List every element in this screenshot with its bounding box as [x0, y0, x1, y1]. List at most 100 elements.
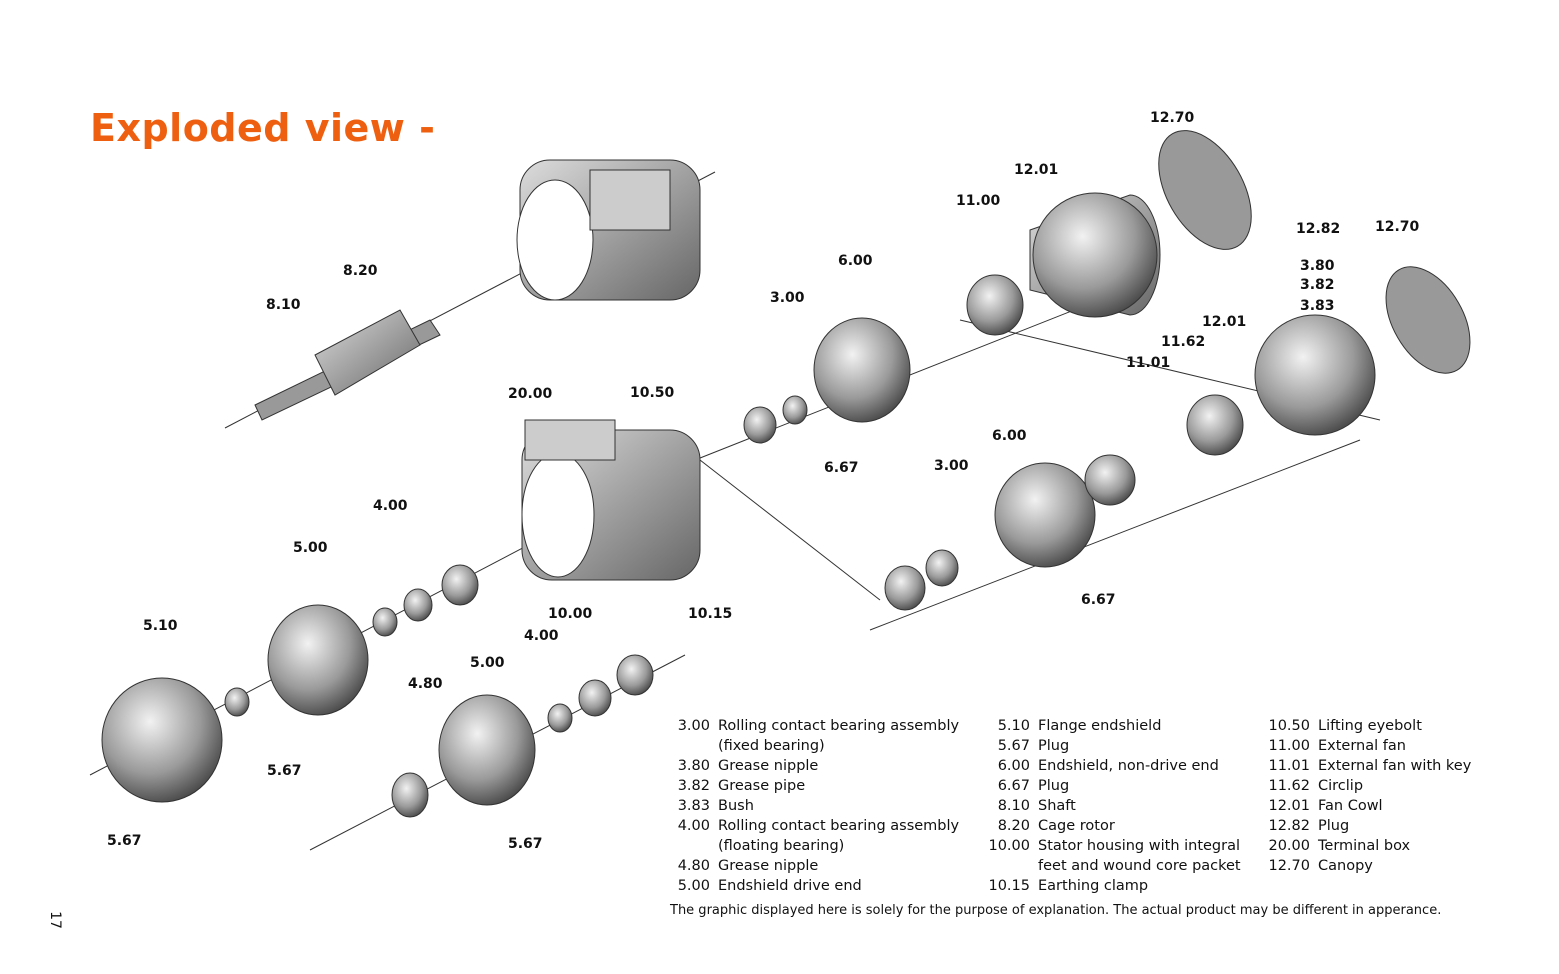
- legend-item: 12.70 Canopy: [1262, 856, 1559, 876]
- legend-number: 10.50: [1268, 718, 1310, 734]
- legend-description: Stator housing with integral feet and wou…: [1038, 836, 1288, 876]
- legend-description-line: Stator housing with integral: [1038, 838, 1241, 854]
- legend-description-line: Plug: [1318, 818, 1350, 834]
- legend-description-line: Cage rotor: [1038, 818, 1115, 834]
- callout-label: 3.83: [1300, 298, 1335, 314]
- legend-item: 3.82 Grease pipe: [668, 776, 968, 796]
- legend-description-line: Lifting eyebolt: [1318, 718, 1422, 734]
- legend-description: Rolling contact bearing assembly (fixed b…: [718, 716, 968, 756]
- callout-label: 3.00: [934, 458, 969, 474]
- callout-label: 10.50: [630, 385, 675, 401]
- legend-description-line: Earthing clamp: [1038, 878, 1149, 894]
- stator-housing: [521, 419, 701, 581]
- legend-description-line: Plug: [1038, 778, 1070, 794]
- callout-label: 5.67: [107, 833, 142, 849]
- legend-item: 12.82 Plug: [1262, 816, 1559, 836]
- legend-number: 3.82: [677, 778, 710, 794]
- legend-number: 8.10: [997, 798, 1030, 814]
- legend-description-line: Canopy: [1318, 858, 1373, 874]
- callout-label: 5.10: [143, 618, 178, 634]
- stator-housing-top: [516, 159, 701, 301]
- callout-label: 10.00: [548, 606, 593, 622]
- legend-number: 11.62: [1268, 778, 1310, 794]
- callout-label: 3.82: [1300, 277, 1335, 293]
- callout-label: 8.10: [266, 297, 301, 313]
- callout-label: 10.15: [688, 606, 733, 622]
- legend-description-line: Bush: [718, 798, 754, 814]
- legend-item: 12.01 Fan Cowl: [1262, 796, 1559, 816]
- legend-number: 6.67: [997, 778, 1030, 794]
- legend-description: Grease pipe: [718, 776, 968, 796]
- callout-label: 12.70: [1150, 110, 1195, 126]
- legend-description: Cage rotor: [1038, 816, 1288, 836]
- rotor: [254, 309, 441, 421]
- callout-label: 5.00: [293, 540, 328, 556]
- legend-number: 11.01: [1268, 758, 1310, 774]
- legend-description-line: Rolling contact bearing assembly: [718, 718, 960, 734]
- legend-number: 10.00: [988, 838, 1030, 854]
- legend-item: 8.10 Shaft: [982, 796, 1288, 816]
- legend-description: Canopy: [1318, 856, 1559, 876]
- callout-label: 12.70: [1375, 219, 1420, 235]
- legend-description-line: Terminal box: [1318, 838, 1411, 854]
- legend-item: 10.15 Earthing clamp: [982, 876, 1288, 896]
- legend-description-line: External fan with key: [1318, 758, 1472, 774]
- legend-description-line: Flange endshield: [1038, 718, 1162, 734]
- callout-label: 12.01: [1014, 162, 1059, 178]
- fans-and-cowls: [966, 130, 1471, 456]
- legend-number: 5.00: [677, 878, 710, 894]
- legend-description-line: Grease nipple: [718, 758, 819, 774]
- legend-number: 12.82: [1268, 818, 1310, 834]
- legend-description: Grease nipple: [718, 756, 968, 776]
- legend-description-line: Shaft: [1038, 798, 1076, 814]
- callout-label: 5.00: [470, 655, 505, 671]
- legend-number: 3.80: [677, 758, 710, 774]
- legend-number: 4.00: [677, 818, 710, 834]
- legend-number: 12.01: [1268, 798, 1310, 814]
- legend-item: 5.00 Endshield drive end: [668, 876, 968, 896]
- legend-description: Plug: [1318, 816, 1559, 836]
- callout-label: 6.00: [992, 428, 1027, 444]
- callout-label: 5.67: [267, 763, 302, 779]
- legend-item: 11.62 Circlip: [1262, 776, 1559, 796]
- legend-description-line: Circlip: [1318, 778, 1364, 794]
- callout-label: 20.00: [508, 386, 553, 402]
- callout-label: 4.00: [524, 628, 559, 644]
- legend-number: 11.00: [1268, 738, 1310, 754]
- legend-description-line: feet and wound core packet: [1038, 858, 1241, 874]
- legend-description-line: Fan Cowl: [1318, 798, 1383, 814]
- legend-description: Plug: [1038, 776, 1288, 796]
- legend-description-line: (fixed bearing): [718, 738, 825, 754]
- legend-description: Endshield drive end: [718, 876, 968, 896]
- legend-number: 8.20: [997, 818, 1030, 834]
- legend-number: 4.80: [677, 858, 710, 874]
- legend-description: Endshield, non-drive end: [1038, 756, 1288, 776]
- legend-description: Terminal box: [1318, 836, 1559, 856]
- legend-description: External fan with key: [1318, 756, 1559, 776]
- legend-description: Rolling contact bearing assembly(floatin…: [718, 816, 968, 856]
- legend-description: Circlip: [1318, 776, 1559, 796]
- legend-item: 10.00 Stator housing with integral feet an…: [982, 836, 1288, 876]
- legend-description: Earthing clamp: [1038, 876, 1288, 896]
- legend-description-line: Endshield drive end: [718, 878, 862, 894]
- callout-label: 11.00: [956, 193, 1001, 209]
- callout-label: 8.20: [343, 263, 378, 279]
- legend-item: 6.67 Plug: [982, 776, 1288, 796]
- legend-number: 5.67: [997, 738, 1030, 754]
- endshields: [101, 317, 1096, 806]
- legend-description: Shaft: [1038, 796, 1288, 816]
- callout-label: 4.00: [373, 498, 408, 514]
- callout-label: 11.62: [1161, 334, 1206, 350]
- legend-number: 10.15: [988, 878, 1030, 894]
- legend-description-line: Rolling contact bearing assembly: [718, 818, 960, 834]
- legend-number: 12.70: [1268, 858, 1310, 874]
